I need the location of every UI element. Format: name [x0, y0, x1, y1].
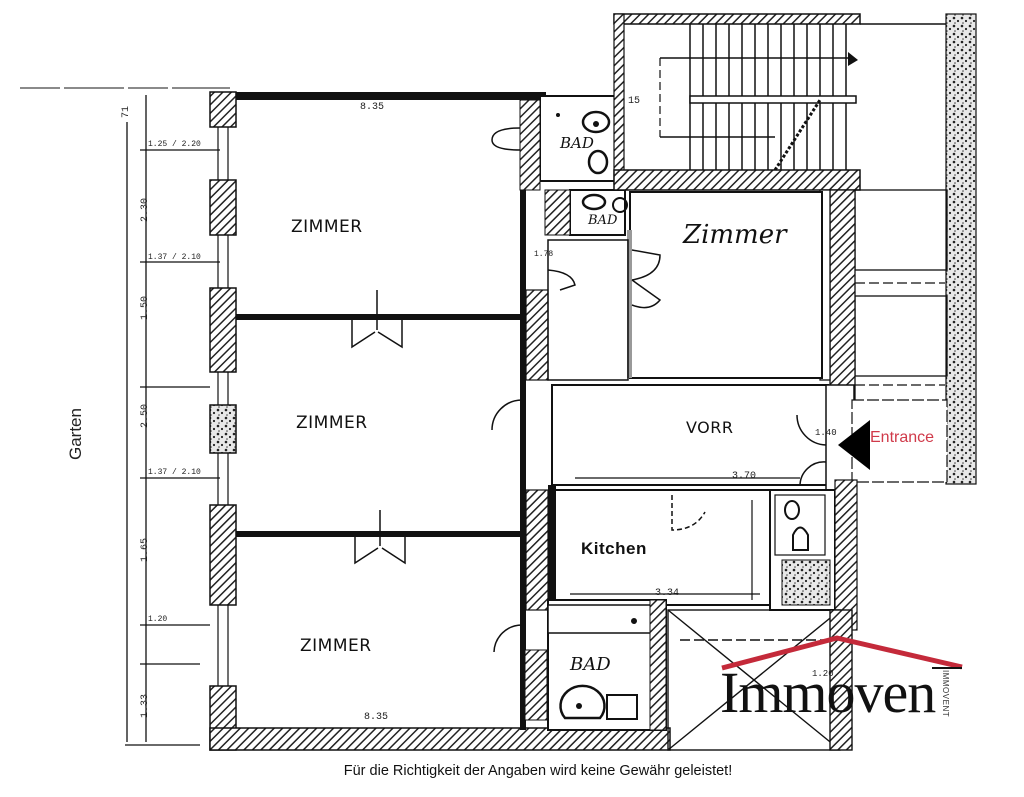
zimmer-handwritten-room: [627, 191, 823, 379]
hall-small: [547, 239, 629, 381]
left-dimension-lines: [125, 95, 220, 746]
dimension-left-1-50: 1.50: [140, 295, 151, 320]
dimension-window-3: 1.37 / 2.10: [148, 468, 201, 477]
vorraum-room: [551, 384, 948, 494]
dimension-left-1-65: 1.65: [140, 537, 151, 562]
dimension-window-1: 1.25 / 2.20: [148, 140, 201, 149]
wc-room: [769, 479, 858, 631]
lift-shaft: [667, 609, 853, 751]
room-label-vorraum: VORR: [686, 418, 734, 437]
disclaimer-text: Für die Richtigkeit der Angaben wird kei…: [343, 763, 733, 779]
room-label-bad-1: BAD: [560, 134, 594, 152]
dimension-left-71: 71: [121, 105, 132, 118]
dimension-hall-door: 1.78: [534, 250, 554, 259]
logo-vertical-tag: IMMOVENT: [941, 670, 950, 718]
entrance-label: Entrance: [870, 429, 935, 446]
interior-walls: [236, 100, 549, 730]
entrance-arrow-icon: [838, 420, 870, 470]
outer-walls: [209, 91, 671, 751]
dimension-window-2: 1.37 / 2.10: [148, 253, 201, 262]
room-label-kitchen: Kitchen: [581, 539, 647, 558]
dimension-entry-door: 1.40: [815, 428, 837, 438]
dimension-bath-120: 1.20: [812, 669, 834, 679]
room-label-bad-3: BAD: [570, 654, 611, 675]
room-label-zimmer-2: ZIMMER: [296, 413, 368, 433]
logo-wordmark: Immoven: [720, 660, 936, 725]
bathroom-top: [519, 95, 628, 236]
stairwell: [613, 13, 977, 485]
dimension-left-1-33: 1.33: [140, 693, 151, 718]
room-label-zimmer-3: ZIMMER: [300, 636, 372, 656]
room-label-zimmer-1: ZIMMER: [291, 217, 363, 237]
kitchen-room: [548, 485, 771, 610]
dimension-left-2-30: 2.30: [140, 197, 151, 222]
dimension-vorr-width: 3.70: [732, 471, 757, 482]
room-label-zimmer-handwritten: Zimmer: [683, 220, 787, 250]
dimension-kitchen-width: 3.34: [655, 588, 680, 599]
dimension-top-width: 8.35: [360, 102, 385, 113]
dimension-bottom-width: 8.35: [364, 712, 389, 723]
zimmer-doors: [351, 127, 523, 653]
garden-label: Garten: [66, 408, 85, 460]
dimension-stair: 15: [628, 96, 641, 107]
dimension-window-4: 1.20: [148, 615, 168, 624]
room-label-bad-2: BAD: [588, 213, 618, 228]
logo-roof-icon: [721, 635, 963, 671]
dimension-left-2-50: 2.50: [140, 403, 151, 428]
bathroom-bottom: [524, 599, 667, 731]
